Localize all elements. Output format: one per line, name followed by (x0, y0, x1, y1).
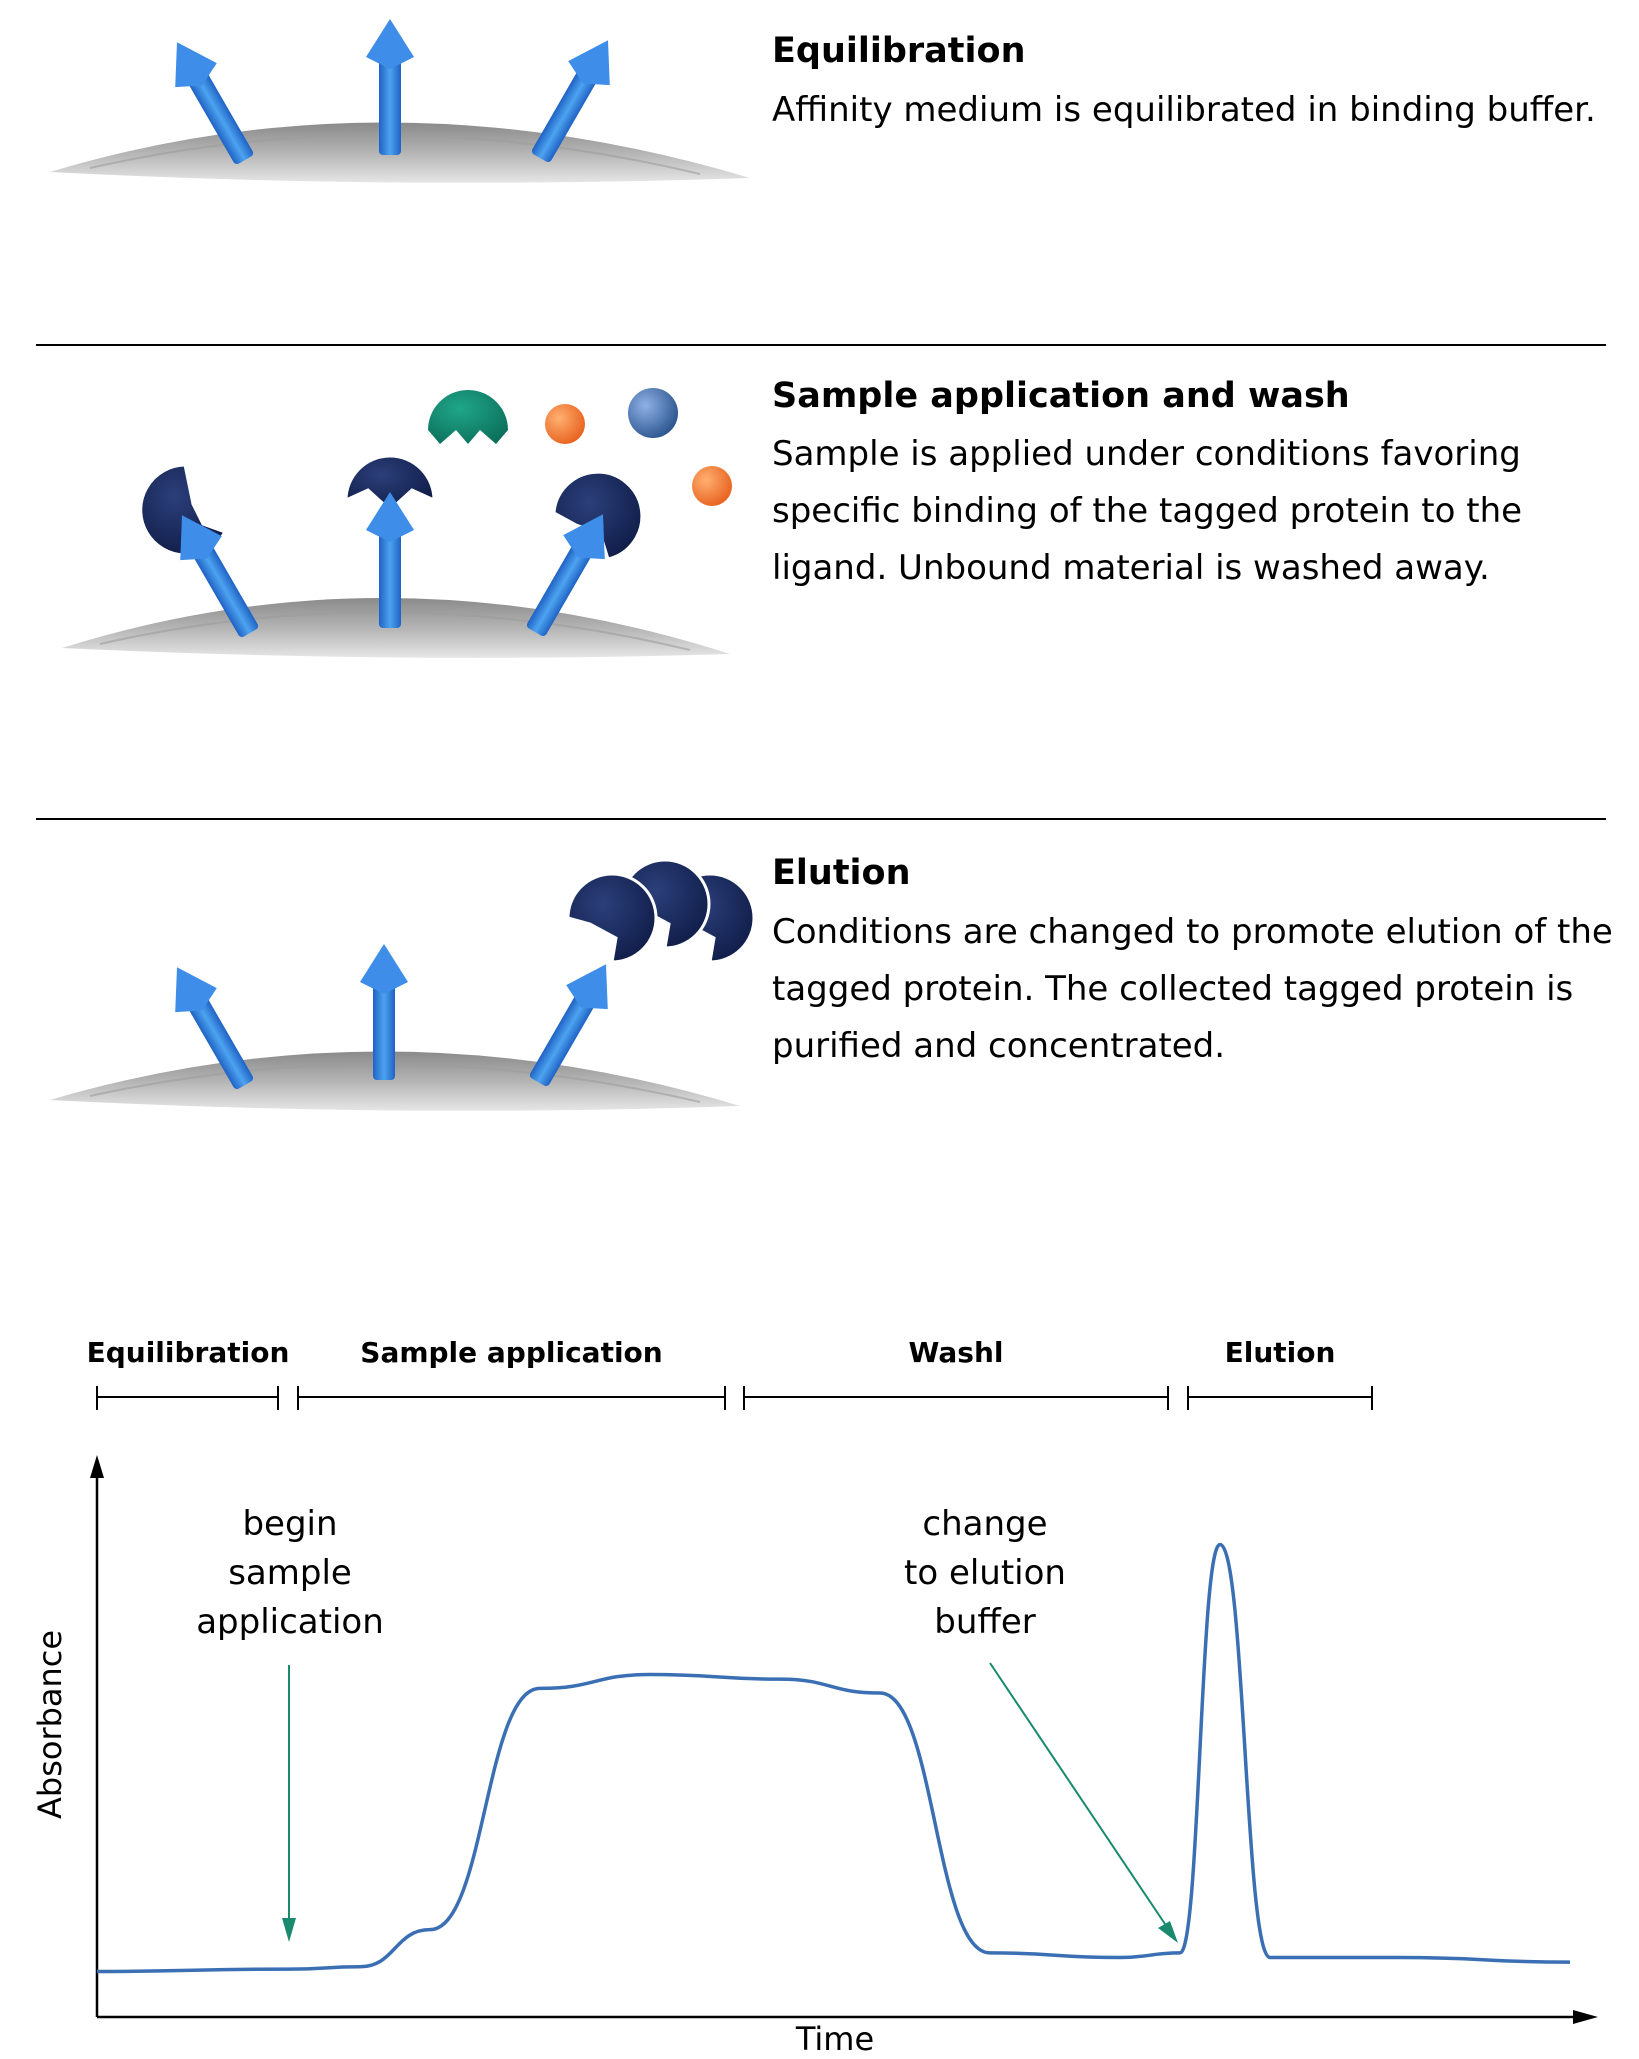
ligand-1 (175, 42, 254, 165)
absorbance-trace (96, 1542, 1571, 1974)
contaminant-green (428, 390, 508, 444)
divider-2 (36, 818, 1606, 820)
x-axis (97, 2010, 1598, 2024)
step-3-description: Conditions are changed to promote elutio… (772, 912, 1613, 1066)
step-1-title: Equilibration (772, 31, 1026, 71)
ligand-4 (180, 515, 259, 638)
change-arrow (989, 1662, 1178, 1943)
bound-protein-3 (552, 470, 644, 561)
phase-equilibration: Equilibration (86, 1336, 290, 1369)
ligand-5 (366, 492, 414, 628)
ligand-7 (175, 967, 254, 1090)
y-axis-label: Absorbance (31, 1629, 69, 1819)
eluted-protein-front (566, 872, 658, 964)
bound-protein-2 (344, 454, 436, 513)
ligand-8 (360, 944, 408, 1080)
step-2-description: Sample is applied under conditions favor… (772, 434, 1523, 588)
phase-elution: Elution (1224, 1336, 1336, 1369)
eluted-protein-middle (619, 858, 711, 950)
contaminant-orange-1 (545, 404, 585, 444)
change-buffer-annotation: change to elution buffer (904, 1504, 1066, 1642)
phase-wash: Washl (908, 1336, 1004, 1369)
ligand-3 (531, 40, 610, 163)
contaminant-orange-2 (692, 466, 732, 506)
step-1-description: Affinity medium is equilibrated in bindi… (772, 90, 1596, 130)
begin-arrow (282, 1665, 296, 1942)
divider-1 (36, 344, 1606, 346)
contaminant-blue (628, 388, 678, 438)
ligand-9 (529, 964, 608, 1087)
y-axis (90, 1455, 104, 2017)
step-3-title: Elution (772, 853, 911, 893)
phase-brackets (96, 1386, 1373, 1410)
phase-sample-application: Sample application (360, 1336, 663, 1369)
step-2-title: Sample application and wash (772, 376, 1350, 416)
ligand-6 (526, 514, 605, 637)
begin-sample-annotation: begin sample application (196, 1504, 384, 1642)
ligand-2 (366, 19, 414, 155)
x-axis-label: Time (795, 2020, 875, 2058)
